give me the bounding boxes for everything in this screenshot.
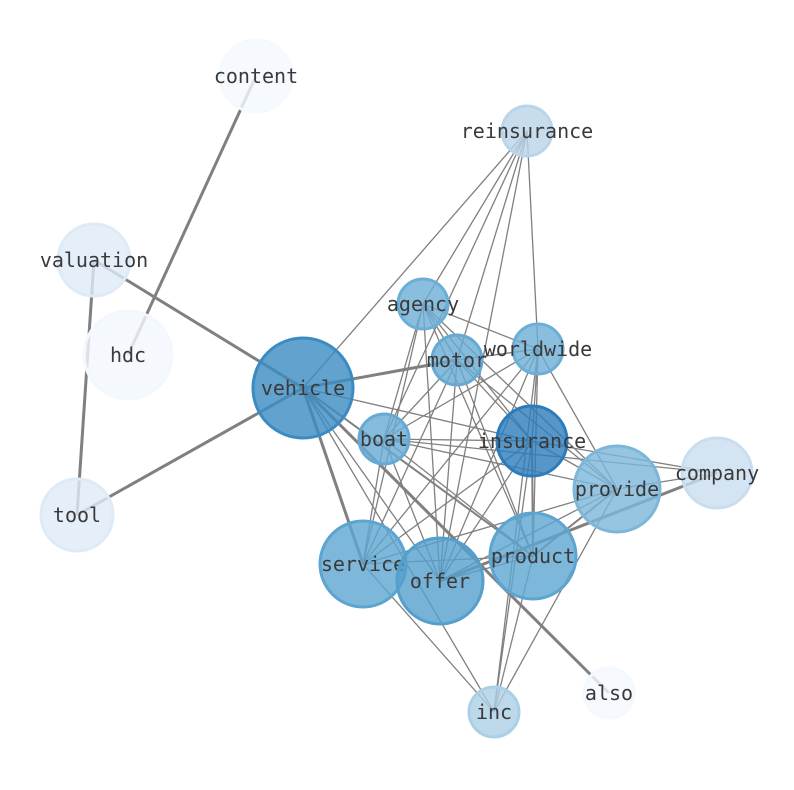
node-motor[interactable]: motor <box>427 333 487 387</box>
node-label-content: content <box>214 64 298 88</box>
node-label-worldwide: worldwide <box>484 337 592 361</box>
edge-reinsurance-agency <box>422 130 528 305</box>
node-circle-product <box>488 511 578 601</box>
edge-content-hdc <box>126 75 258 356</box>
node-circle-worldwide <box>511 322 565 376</box>
node-circle-boat <box>357 412 411 466</box>
node-inc[interactable]: inc <box>467 685 521 739</box>
node-circle-inc <box>467 685 521 739</box>
node-tool[interactable]: tool <box>39 477 115 553</box>
node-content[interactable]: content <box>214 38 298 114</box>
node-label-insurance: insurance <box>478 429 586 453</box>
node-reinsurance[interactable]: reinsurance <box>461 104 593 158</box>
node-boat[interactable]: boat <box>357 412 411 466</box>
node-layer: content reinsurance valuation hdc agency moto… <box>39 38 759 739</box>
node-label-offer: offer <box>410 569 470 593</box>
node-vehicle[interactable]: vehicle <box>251 336 355 440</box>
edge-offer-company <box>439 471 718 583</box>
node-circle-content <box>218 38 294 114</box>
node-circle-hdc <box>82 309 174 401</box>
node-hdc[interactable]: hdc <box>82 309 174 401</box>
node-agency[interactable]: agency <box>387 277 459 331</box>
node-label-agency: agency <box>387 292 459 316</box>
node-also[interactable]: also <box>582 666 636 720</box>
edge-layer <box>75 75 718 713</box>
node-label-motor: motor <box>427 348 487 372</box>
node-circle-insurance <box>495 404 569 478</box>
edge-reinsurance-boat <box>383 130 528 440</box>
edge-service-worldwide <box>362 348 539 565</box>
node-insurance[interactable]: insurance <box>478 404 586 478</box>
node-circle-provide <box>572 444 662 534</box>
node-label-also: also <box>585 681 633 705</box>
node-circle-reinsurance <box>500 104 554 158</box>
node-service[interactable]: service <box>318 519 408 609</box>
node-label-inc: inc <box>476 700 512 724</box>
node-circle-motor <box>430 333 484 387</box>
edge-vehicle-reinsurance <box>302 130 528 389</box>
edge-worldwide-boat <box>383 348 539 440</box>
node-valuation[interactable]: valuation <box>40 222 148 298</box>
node-label-hdc: hdc <box>110 343 146 367</box>
node-company[interactable]: company <box>675 436 759 510</box>
node-circle-offer <box>395 536 485 626</box>
node-circle-vehicle <box>251 336 355 440</box>
node-label-service: service <box>321 552 405 576</box>
node-label-tool: tool <box>53 503 101 527</box>
node-label-boat: boat <box>360 427 408 451</box>
node-circle-agency <box>396 277 450 331</box>
node-label-company: company <box>675 461 759 485</box>
node-circle-tool <box>39 477 115 553</box>
node-label-provide: provide <box>575 477 659 501</box>
edge-valuation-tool <box>75 259 96 516</box>
node-circle-also <box>582 666 636 720</box>
node-worldwide[interactable]: worldwide <box>484 322 592 376</box>
node-offer[interactable]: offer <box>395 536 485 626</box>
node-circle-valuation <box>56 222 132 298</box>
node-circle-company <box>680 436 754 510</box>
edge-reinsurance-motor <box>456 130 528 361</box>
node-product[interactable]: product <box>488 511 578 601</box>
node-provide[interactable]: provide <box>572 444 662 534</box>
node-label-reinsurance: reinsurance <box>461 119 593 143</box>
node-label-valuation: valuation <box>40 248 148 272</box>
node-label-vehicle: vehicle <box>261 376 345 400</box>
node-label-product: product <box>491 544 575 568</box>
edge-reinsurance-worldwide <box>526 130 539 350</box>
